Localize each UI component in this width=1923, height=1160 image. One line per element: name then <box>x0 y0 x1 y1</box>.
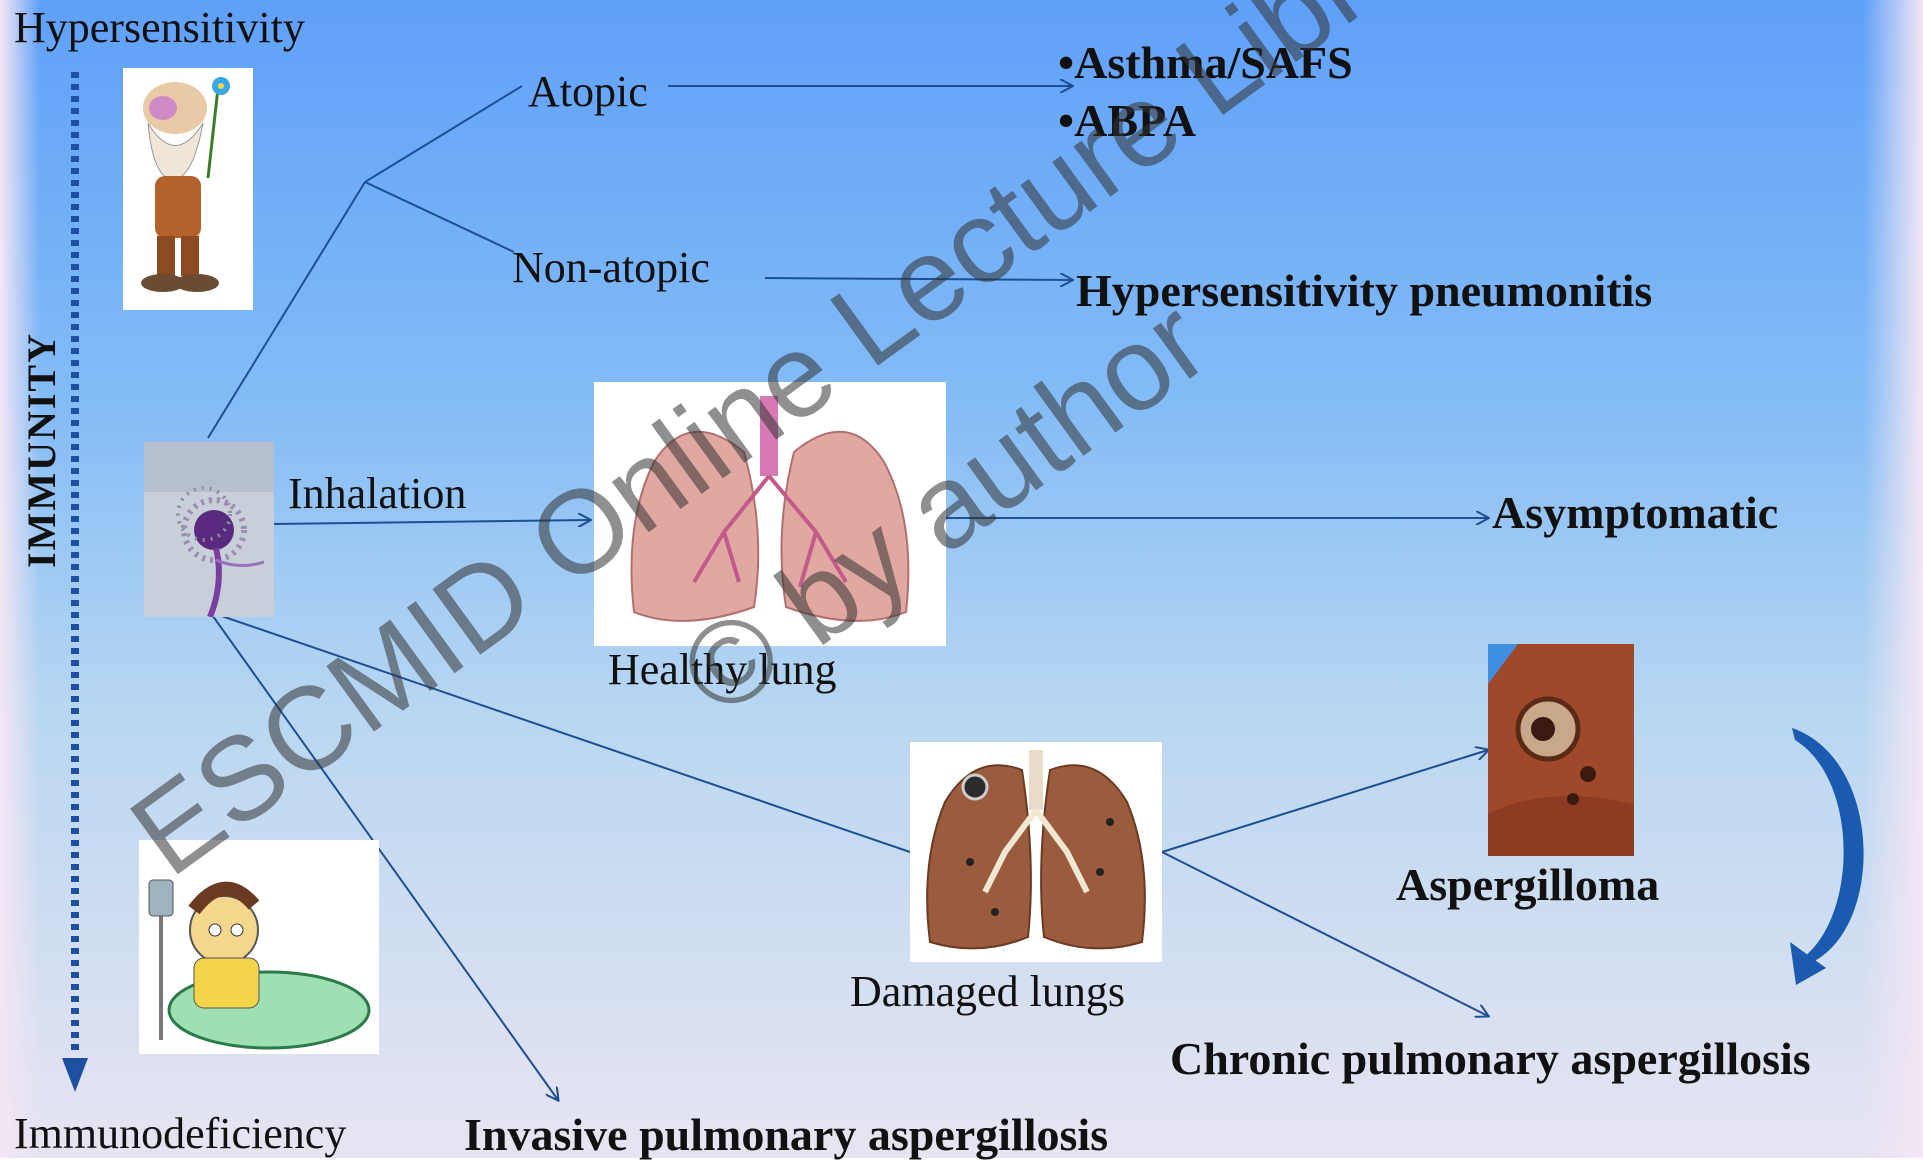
abpa-label: •ABPA <box>1058 98 1196 144</box>
immunodeficient-patient-illustration <box>139 840 379 1054</box>
aspergilloma-label: Aspergilloma <box>1396 862 1659 908</box>
immunodeficiency-axis-label: Immunodeficiency <box>14 1112 346 1156</box>
curved-progression-arrow <box>1792 728 1864 965</box>
immunity-axis-label: IMMUNITY <box>18 300 65 600</box>
aspergilloma-image <box>1488 644 1634 856</box>
branch-line-atopic <box>365 86 522 182</box>
allergic-dwarf-illustration <box>123 68 253 310</box>
invasive-pulmonary-aspergillosis-label: Invasive pulmonary aspergillosis <box>464 1112 1108 1158</box>
inhalation-label: Inhalation <box>288 472 466 516</box>
branch-line-nonatopic <box>365 182 514 252</box>
asthma-safs-label: •Asthma/SAFS <box>1058 40 1353 86</box>
arrow-inhalation <box>272 520 590 524</box>
arrow-aspergilloma <box>1162 750 1488 852</box>
non-atopic-label: Non-atopic <box>512 246 710 290</box>
atopic-label: Atopic <box>528 70 648 114</box>
hypersensitivity-axis-label: Hypersensitivity <box>14 6 305 50</box>
hypersensitivity-pneumonitis-label: Hypersensitivity pneumonitis <box>1076 268 1652 314</box>
chronic-pulmonary-aspergillosis-label: Chronic pulmonary aspergillosis <box>1170 1036 1811 1082</box>
healthy-lung-caption: Healthy lung <box>608 648 837 692</box>
asymptomatic-label: Asymptomatic <box>1492 490 1778 536</box>
damaged-lungs-image <box>910 742 1162 962</box>
aspergillus-conidiophore-image <box>144 442 274 617</box>
healthy-lung-image <box>594 382 946 646</box>
damaged-lungs-caption: Damaged lungs <box>850 970 1125 1014</box>
immunity-axis-arrowhead <box>62 1058 88 1092</box>
arrow-nonatopic <box>765 278 1072 280</box>
